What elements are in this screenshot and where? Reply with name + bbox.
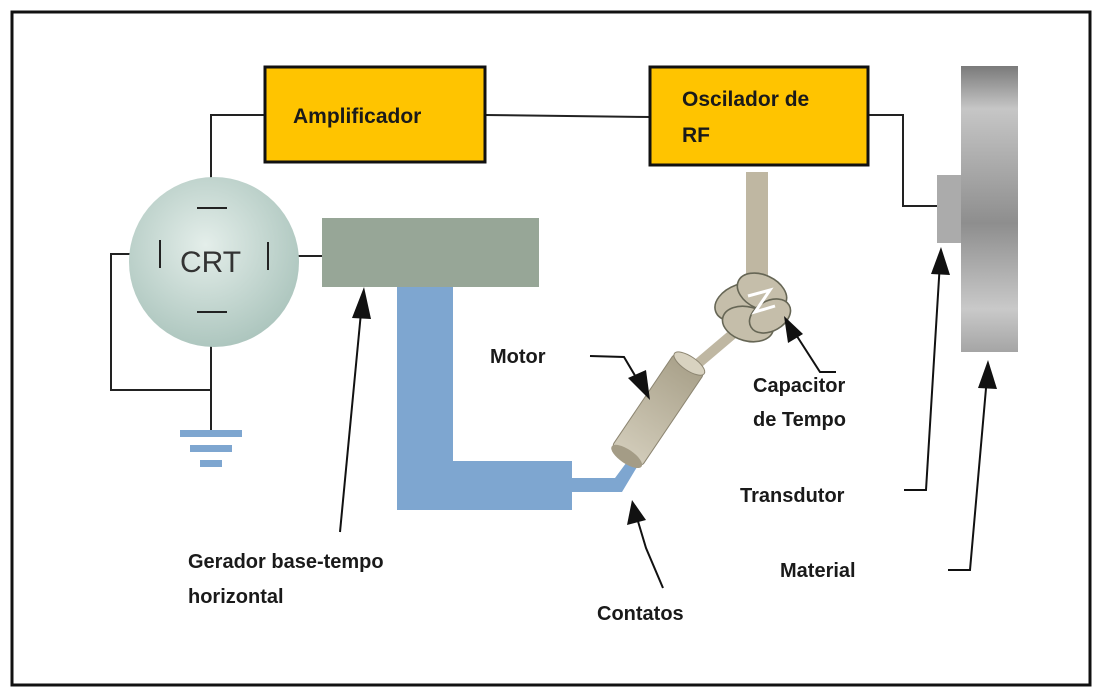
- material-block: [961, 66, 1018, 352]
- arrowhead-motor: [628, 370, 650, 400]
- timing-bus: [397, 283, 572, 510]
- transducer-label: Transdutor: [740, 485, 845, 507]
- crt-deflection-plates: [159, 207, 269, 313]
- arrowhead-capacitor: [784, 316, 803, 343]
- capacitor-shaft: [746, 172, 768, 292]
- arrowhead-material: [978, 360, 997, 389]
- arrow-line-material: [948, 376, 988, 571]
- arrowhead-sweep-generator: [352, 287, 371, 319]
- arrowhead-contacts: [627, 500, 646, 525]
- motor-label: Motor: [490, 346, 546, 368]
- sweep-generator-label-line1: Gerador base-tempo: [188, 551, 384, 573]
- arrow-line-transducer: [904, 261, 941, 491]
- arrow-line-contacts: [636, 517, 664, 589]
- amplifier-label: Amplificador: [293, 105, 421, 128]
- wire-amplifier-to-crt: [210, 114, 265, 208]
- diagram-frame: [10, 10, 1092, 687]
- material-label: Material: [780, 560, 856, 582]
- sweep-generator-label-line2: horizontal: [188, 586, 284, 608]
- pointer-arrows: [339, 261, 988, 589]
- rf-oscillator-label-line1: Oscilador de: [682, 88, 809, 111]
- wire-amplifier-to-oscillator: [484, 114, 651, 118]
- arrow-line-capacitor: [792, 329, 836, 373]
- motor-icon: [611, 351, 706, 469]
- timing-capacitor-icon: [714, 272, 792, 343]
- wire-oscillator-to-transducer: [868, 114, 937, 207]
- rf-oscillator-label-line2: RF: [682, 124, 710, 147]
- arrowheads: [352, 247, 997, 525]
- contact-connector: [572, 455, 640, 492]
- amplifier-block: [263, 65, 487, 164]
- crt-tube: [129, 177, 299, 347]
- contacts-label: Contatos: [597, 603, 684, 625]
- crt-label: CRT: [180, 246, 241, 279]
- ground-icon: [180, 430, 242, 467]
- capacitor-label-line2: de Tempo: [753, 409, 846, 431]
- arrow-line-motor: [589, 355, 641, 385]
- transducer-block: [937, 175, 963, 243]
- arrow-line-sweep-generator: [339, 301, 363, 533]
- capacitor-label-line1: Capacitor: [753, 375, 845, 397]
- sweep-generator-block: [322, 218, 539, 287]
- rf-oscillator-block: [648, 65, 870, 167]
- arrowhead-transducer: [931, 247, 950, 275]
